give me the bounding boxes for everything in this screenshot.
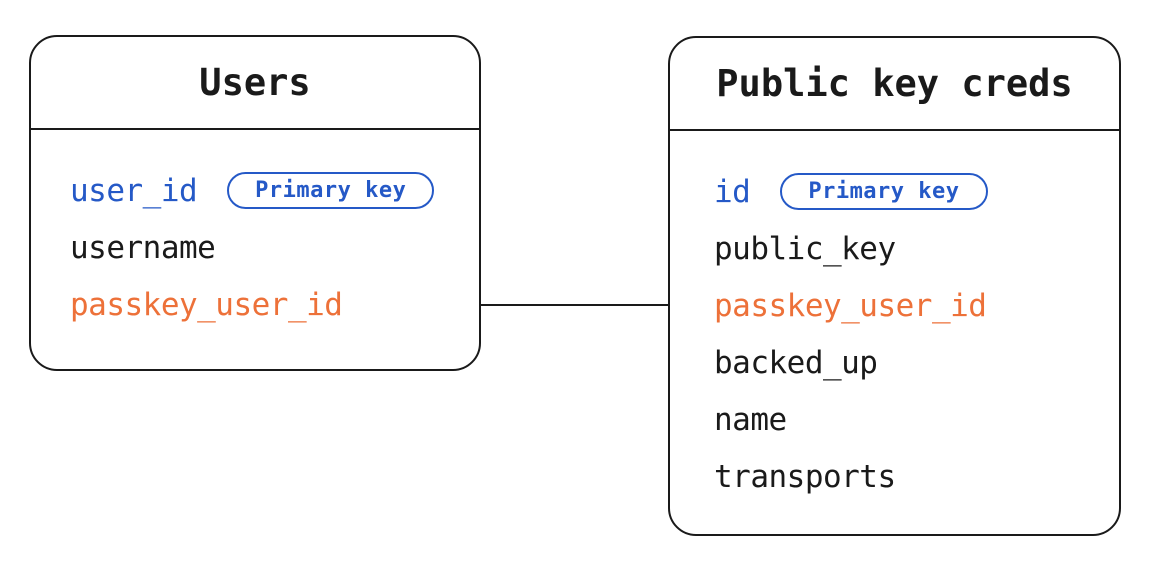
field-row: user_id Primary key	[70, 162, 479, 219]
primary-key-badge: Primary key	[780, 173, 988, 210]
table-public-key-creds-header: Public key creds	[670, 38, 1119, 131]
field-name: name	[714, 401, 787, 438]
field-row: name	[714, 391, 1119, 448]
field-name: id	[714, 173, 751, 210]
field-name: transports	[714, 458, 896, 495]
field-name: public_key	[714, 230, 896, 267]
table-users-title: Users	[199, 61, 311, 104]
field-row: backed_up	[714, 334, 1119, 391]
field-name: passkey_user_id	[714, 287, 987, 324]
field-row: transports	[714, 448, 1119, 505]
field-name: passkey_user_id	[70, 286, 343, 323]
field-row: id Primary key	[714, 163, 1119, 220]
relationship-line	[481, 304, 668, 306]
table-users-field-list: user_id Primary key username passkey_user_i…	[31, 130, 479, 333]
table-public-key-creds-title: Public key creds	[716, 62, 1073, 105]
table-users-header: Users	[31, 37, 479, 130]
field-name: username	[70, 229, 216, 266]
field-row: username	[70, 219, 479, 276]
field-row: passkey_user_id	[70, 276, 479, 333]
table-public-key-creds: Public key creds id Primary key public_key…	[668, 36, 1121, 536]
field-row: public_key	[714, 220, 1119, 277]
primary-key-badge: Primary key	[227, 172, 435, 209]
field-row: passkey_user_id	[714, 277, 1119, 334]
table-users: Users user_id Primary key username passkey_…	[29, 35, 481, 371]
field-name: user_id	[70, 172, 198, 209]
field-name: backed_up	[714, 344, 878, 381]
